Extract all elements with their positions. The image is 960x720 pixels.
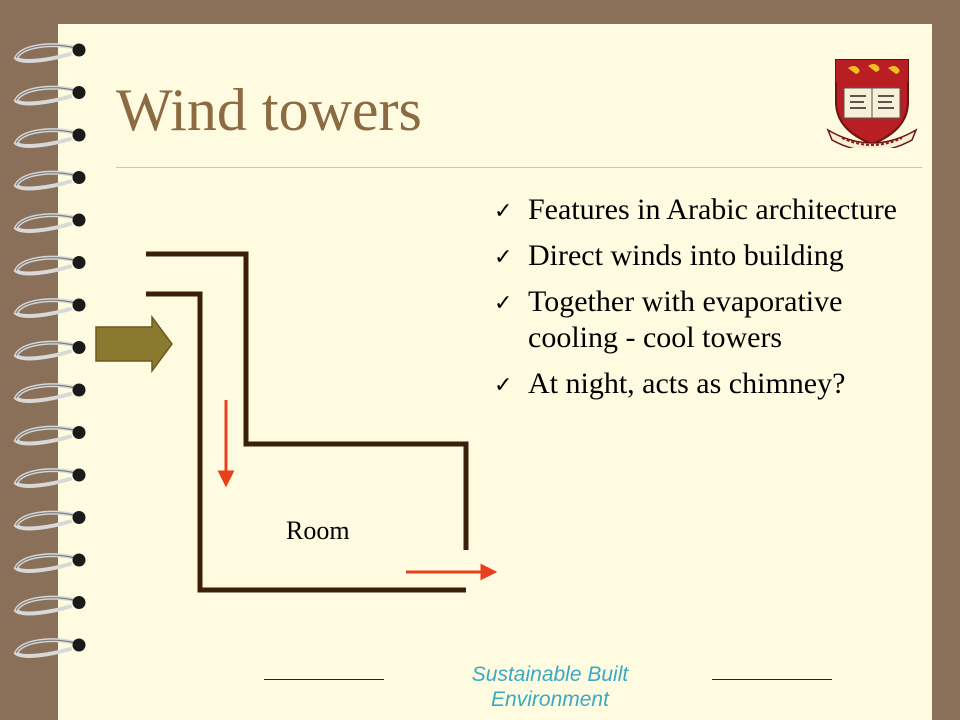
downdraft-arrow xyxy=(217,400,235,488)
check-icon: ✓ xyxy=(494,245,513,270)
footer-rule-left xyxy=(264,679,384,680)
outer-wall xyxy=(146,251,469,550)
intake-arrow xyxy=(95,314,173,374)
spiral-ring-icon xyxy=(13,383,86,403)
bullet-item: ✓ Direct winds into building xyxy=(494,238,926,274)
check-icon: ✓ xyxy=(494,199,513,224)
bullet-text: Features in Arabic architecture xyxy=(528,193,897,226)
title-divider xyxy=(116,167,922,168)
spiral-ring-icon xyxy=(13,43,86,63)
spiral-ring-icon xyxy=(13,553,86,573)
bullet-text: Direct winds into building xyxy=(528,239,844,272)
spiral-binding xyxy=(13,43,86,658)
bullet-item: ✓ At night, acts as chimney? xyxy=(494,366,926,402)
wind-tower-diagram xyxy=(95,251,498,593)
spiral-ring-icon xyxy=(13,510,86,531)
bullet-text: Together with evaporative cooling - cool… xyxy=(528,285,843,354)
bullet-text: At night, acts as chimney? xyxy=(528,367,846,400)
spiral-ring-icon xyxy=(13,85,86,106)
check-icon: ✓ xyxy=(494,291,513,316)
university-crest-icon xyxy=(826,59,918,148)
bullet-item: ✓ Features in Arabic architecture xyxy=(494,192,926,228)
bullet-item: ✓ Together with evaporative cooling - coo… xyxy=(494,284,926,356)
spiral-ring-icon xyxy=(13,128,86,148)
slide-page: Wind towers ✓ Features in Arabic architec… xyxy=(58,24,932,720)
check-icon: ✓ xyxy=(494,373,513,398)
spiral-ring-icon xyxy=(13,298,86,318)
slide-title: Wind towers xyxy=(116,77,422,143)
room-label: Room xyxy=(286,516,350,545)
spiral-ring-icon xyxy=(13,425,86,446)
spiral-ring-icon xyxy=(13,340,86,361)
spiral-ring-icon xyxy=(13,468,86,488)
spiral-ring-icon xyxy=(13,170,86,191)
tower-walls xyxy=(146,251,469,593)
room-airflow-arrow xyxy=(406,563,498,581)
spiral-ring-icon xyxy=(13,638,86,658)
spiral-ring-icon xyxy=(13,213,86,233)
spiral-ring-icon xyxy=(13,255,86,276)
footer-text: Sustainable Built Environment xyxy=(471,663,629,711)
inner-wall xyxy=(146,291,466,593)
footer-rule-right xyxy=(712,679,832,680)
spiral-ring-icon xyxy=(13,595,86,616)
bullet-list: ✓ Features in Arabic architecture ✓ Direct… xyxy=(494,192,926,412)
